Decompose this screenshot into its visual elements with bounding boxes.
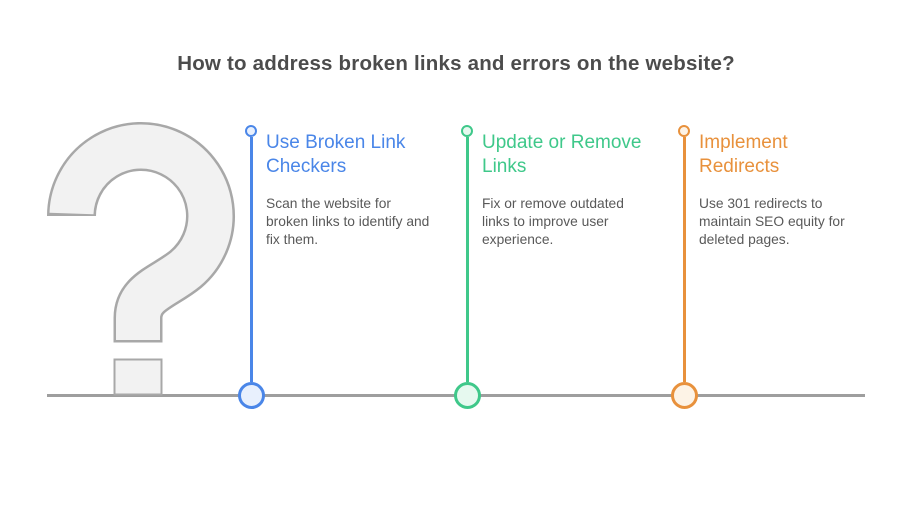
- step-marker-top-icon: [244, 124, 257, 137]
- step-description: Scan the website for broken links to ide…: [266, 196, 430, 247]
- step-text-block: Use Broken Link Checkers Scan the websit…: [266, 131, 434, 249]
- question-mark-icon: [47, 122, 235, 396]
- step-description: Use 301 redirects to maintain SEO equity…: [699, 196, 845, 247]
- step-marker-bottom-icon: [453, 382, 481, 409]
- step-connector-line: [465, 137, 469, 382]
- step-connector-line: [249, 137, 253, 382]
- step-marker-top-icon: [677, 124, 690, 137]
- step-description: Fix or remove outdated links to improve …: [482, 196, 624, 247]
- step-heading: Use Broken Link Checkers: [266, 132, 406, 177]
- step-heading: Update or Remove Links: [482, 132, 642, 177]
- step-marker-bottom-icon: [670, 382, 698, 409]
- step-text-block: Implement Redirects Use 301 redirects to…: [699, 131, 867, 249]
- step-heading: Implement Redirects: [699, 132, 788, 177]
- step-marker-top-icon: [460, 124, 473, 137]
- step-connector-line: [682, 137, 686, 382]
- step-marker-bottom-icon: [237, 382, 265, 409]
- step-text-block: Update or Remove Links Fix or remove out…: [482, 131, 650, 249]
- infographic-title: How to address broken links and errors o…: [177, 52, 735, 75]
